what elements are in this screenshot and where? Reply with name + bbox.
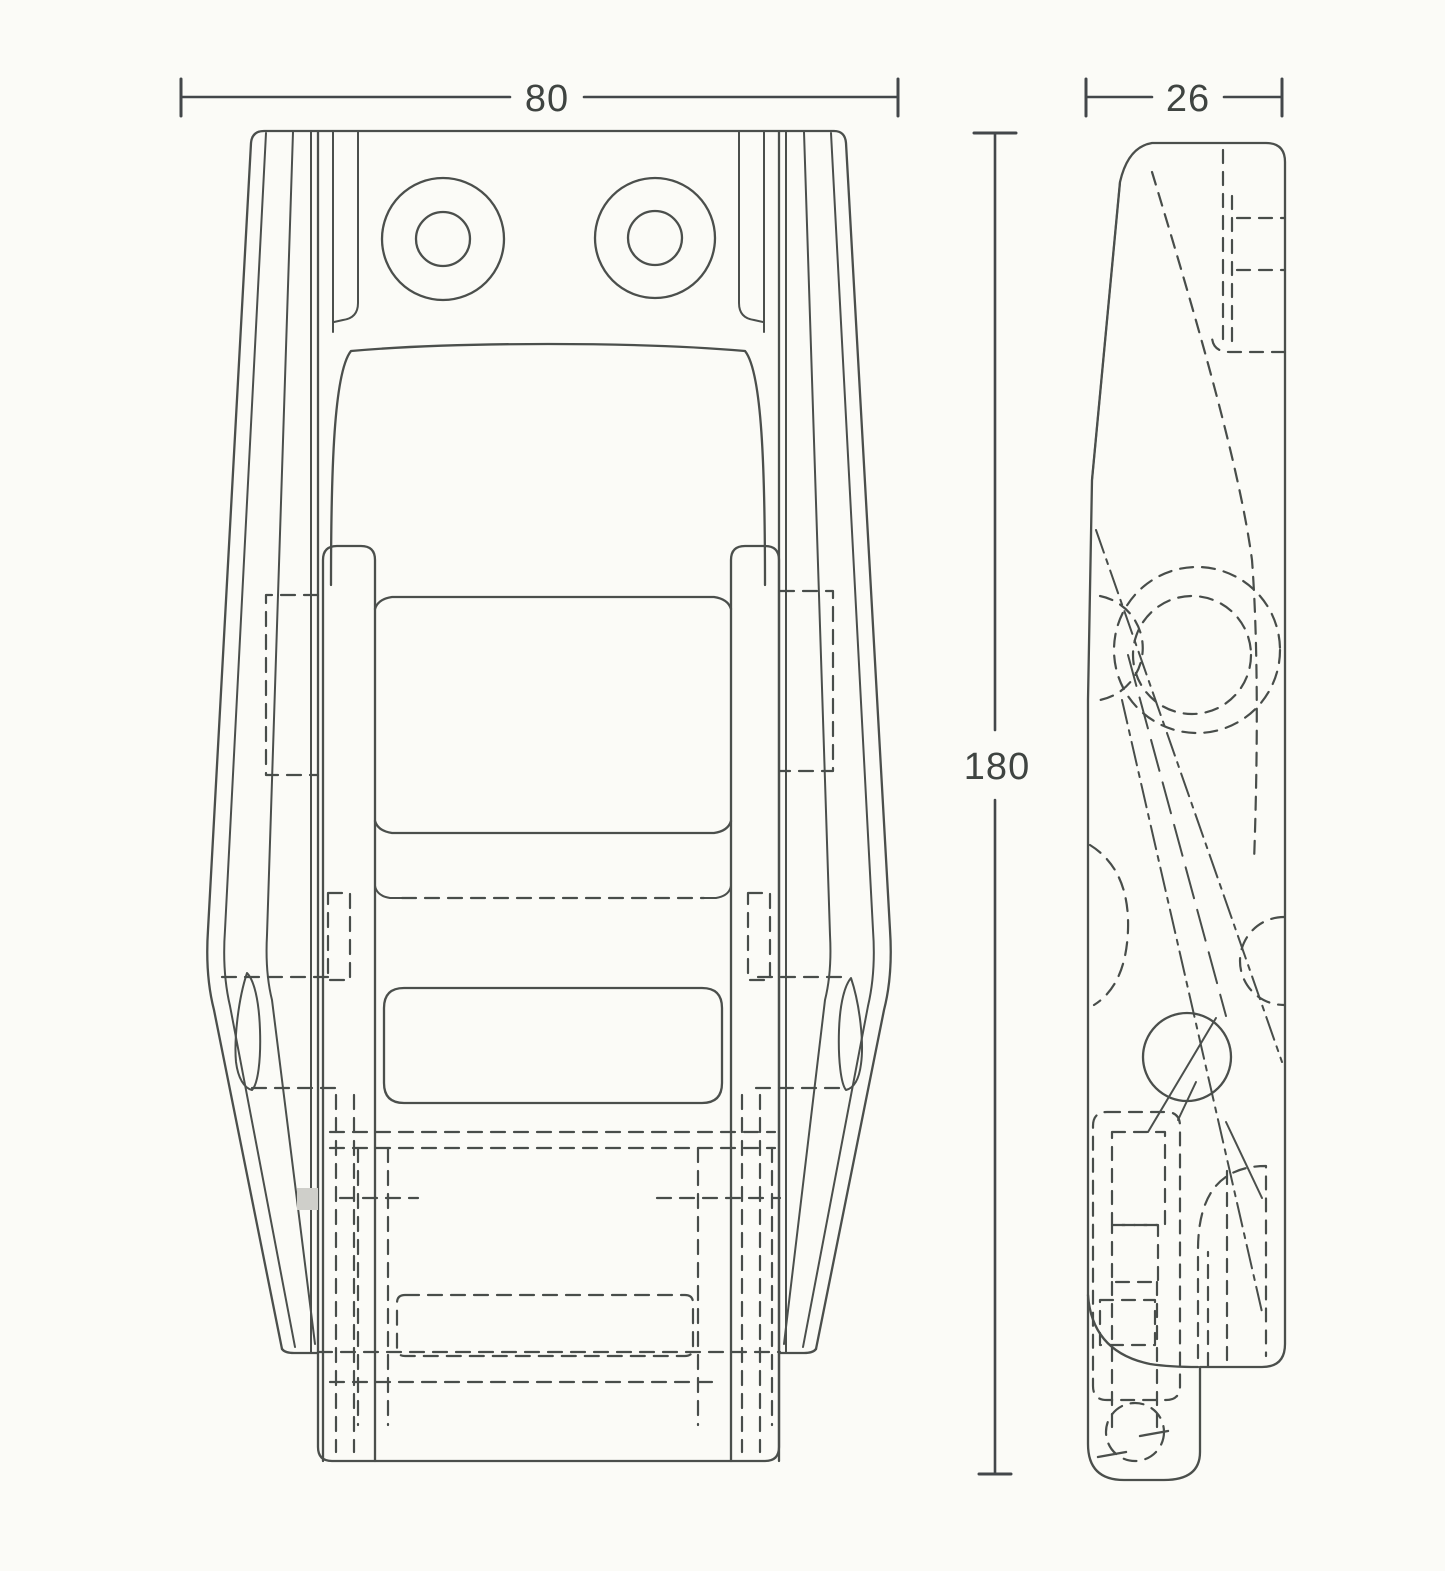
wing-bottom-right xyxy=(778,1347,818,1355)
hidden-slot-small-right xyxy=(746,891,772,982)
front-edge-line-left-3 xyxy=(265,131,316,1345)
side-outline xyxy=(1086,141,1287,1482)
edge-lens-right xyxy=(837,977,863,1091)
long-dash-diagonal xyxy=(1127,654,1227,1017)
hidden-cam-arc-left xyxy=(1098,594,1144,702)
dimension-front-width: 80 xyxy=(179,77,900,120)
upper-window-arch xyxy=(329,342,767,587)
fillet-stub-left xyxy=(374,885,403,899)
centerline-b xyxy=(1121,699,1263,1313)
hidden-circle-right xyxy=(1238,915,1286,1007)
lower-panel xyxy=(382,986,724,1105)
hidden-wing-slot-left xyxy=(264,593,320,777)
dimensions: 80 26 180 xyxy=(179,77,1284,1476)
hidden-bottom-hole xyxy=(1104,1401,1166,1463)
mechanism-stroke-4 xyxy=(1091,181,1121,481)
hidden-lines-front xyxy=(220,589,844,1454)
side-view xyxy=(1086,141,1287,1482)
bottom-hole-tick-left xyxy=(1096,1450,1128,1459)
front-edge-line-right-3 xyxy=(783,131,832,1345)
dimension-label-front-width: 80 xyxy=(525,78,569,120)
mounting-hole-left-outer xyxy=(380,176,506,302)
centerline-a xyxy=(1095,529,1283,1063)
hidden-lines-side xyxy=(1088,148,1287,1463)
front-outline xyxy=(206,129,892,1351)
hidden-cam-circle-outer xyxy=(1112,565,1282,735)
pocket-edge-right xyxy=(738,130,764,323)
mounting-hole-left-inner xyxy=(414,210,472,268)
strap-rail-right xyxy=(729,544,781,1463)
centerlines-side xyxy=(1095,529,1283,1313)
front-edge-line-right-2 xyxy=(802,132,875,1348)
edge-lens-left xyxy=(234,972,262,1091)
fillet-stub-right xyxy=(703,885,732,899)
mechanism-stroke-1 xyxy=(1147,1017,1217,1133)
bottom-hole-tick-right xyxy=(1138,1429,1170,1438)
strap-window-bottom xyxy=(373,819,733,835)
wing-bottom-left xyxy=(280,1347,320,1355)
mechanism-stroke-2 xyxy=(1225,1121,1263,1199)
strap-outline xyxy=(316,130,781,1463)
scan-fleck xyxy=(297,1188,318,1210)
dimension-side-width: 26 xyxy=(1084,77,1284,120)
hidden-lobe-left xyxy=(1088,843,1130,1007)
hidden-keeper-channel xyxy=(1196,1164,1268,1360)
mechanism-stroke-3 xyxy=(1177,1081,1197,1121)
strap-bend-curve xyxy=(1086,1293,1200,1369)
mounting-hole-right-outer xyxy=(593,176,717,300)
strap-window-top xyxy=(373,595,733,611)
hidden-long-diagonal xyxy=(1150,170,1258,864)
hidden-lock-block-inner-1 xyxy=(1110,1130,1167,1227)
front-view xyxy=(206,129,892,1463)
hidden-lock-block-inner-2 xyxy=(1110,1223,1160,1284)
pivot-circle xyxy=(1141,1011,1233,1103)
mounting-hole-right-inner xyxy=(626,209,684,267)
hidden-slot-small-left xyxy=(326,891,352,982)
dimension-label-overall-height: 180 xyxy=(964,746,1030,788)
dimension-label-side-width: 26 xyxy=(1166,78,1210,120)
hidden-wing-slot-right xyxy=(778,589,835,773)
hidden-lock-slot xyxy=(1098,1298,1157,1347)
hidden-lock-block-outer xyxy=(1091,1110,1182,1402)
strap-rail-left xyxy=(321,544,377,1463)
dimension-overall-height: 180 xyxy=(964,131,1030,1476)
pocket-edge-left xyxy=(333,130,359,323)
hidden-pocket-bottom xyxy=(1210,334,1287,354)
front-edge-line-left-2 xyxy=(223,132,296,1348)
hidden-label-window xyxy=(395,1293,695,1358)
hidden-cam-circle-inner xyxy=(1131,594,1253,716)
